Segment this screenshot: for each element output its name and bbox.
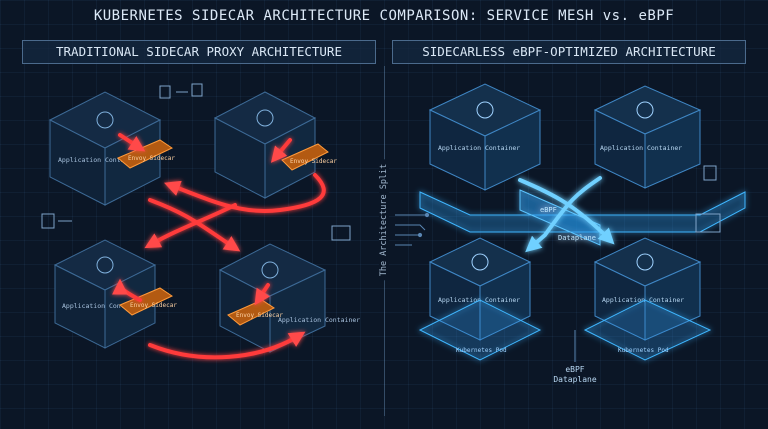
app-container-label: Application Container	[438, 144, 520, 152]
pod-base-glow	[418, 299, 542, 361]
sidecar-traffic-arrows	[112, 133, 326, 360]
left-pod-2: Envoy Sidecar	[213, 91, 337, 199]
kubernetes-icon	[96, 111, 114, 129]
chart-icon	[331, 225, 351, 241]
envoy-sidecar-box	[119, 287, 174, 316]
right-side-icons	[695, 165, 721, 233]
bottom-dataplane-label: Dataplane	[553, 375, 597, 384]
ebpf-ribbon-label: eBPF	[540, 206, 557, 214]
right-pod-1: Application Container	[428, 83, 542, 191]
kubernetes-icon	[636, 101, 654, 119]
left-pod-4: Envoy Sidecar Application Container	[218, 243, 360, 353]
envoy-sidecar-box	[117, 139, 174, 169]
left-panel-header: TRADITIONAL SIDECAR PROXY ARCHITECTURE	[22, 40, 376, 64]
kubernetes-icon	[636, 253, 654, 271]
left-pod-3: Application Container Envoy Sidecar	[53, 239, 177, 349]
kubernetes-icon	[261, 261, 279, 279]
app-container-label: Application Container	[62, 302, 144, 310]
app-container-label: Application Container	[278, 316, 360, 324]
left-pod-1: Application Container Envoy Sidecar	[48, 91, 175, 206]
kubernetes-icon	[96, 256, 114, 274]
envoy-sidecar-label: Envoy Sidecar	[130, 302, 177, 309]
right-pod-3: Application Container Kubernetes Pod	[418, 237, 542, 361]
document-icon	[41, 213, 55, 229]
right-panel-header: SIDECARLESS eBPF-OPTIMIZED ARCHITECTURE	[392, 40, 746, 64]
app-container-label: Application Container	[602, 296, 684, 304]
page-title: KUBERNETES SIDECAR ARCHITECTURE COMPARIS…	[93, 8, 675, 24]
document-icon	[159, 85, 171, 99]
ebpf-traffic-arrows	[518, 176, 615, 253]
kubernetes-icon	[476, 101, 494, 119]
chart-icon	[695, 213, 721, 233]
right-pod-2: Application Container	[593, 85, 702, 189]
document-icons	[41, 83, 351, 241]
envoy-sidecar-box	[227, 299, 275, 326]
document-icon	[703, 165, 717, 181]
app-container-label: Application Container	[58, 156, 140, 164]
envoy-sidecar-label: Envoy Sidecar	[128, 155, 175, 162]
kubernetes-pod-label: Kubernetes Pod	[618, 347, 669, 354]
envoy-sidecar-label: Envoy Sidecar	[290, 158, 337, 165]
pod-base-glow	[583, 299, 712, 361]
document-icon	[191, 83, 203, 97]
dataplane-ribbon-label: Dataplane	[558, 234, 596, 242]
circuit-lines	[395, 212, 430, 246]
kubernetes-icon	[256, 109, 274, 127]
kubernetes-icon	[471, 253, 489, 271]
left-pods: Application Container Envoy Sidecar Envo…	[48, 91, 360, 353]
app-container-label: Application Container	[600, 144, 682, 152]
bottom-ebpf-label: eBPF	[565, 365, 584, 374]
right-pods: Application Container Application Contai…	[418, 83, 712, 361]
envoy-sidecar-label: Envoy Sidecar	[236, 312, 283, 319]
envoy-sidecar-box	[281, 143, 329, 171]
right-pod-4: Application Container Kubernetes Pod	[583, 237, 712, 361]
kubernetes-pod-label: Kubernetes Pod	[456, 347, 507, 354]
